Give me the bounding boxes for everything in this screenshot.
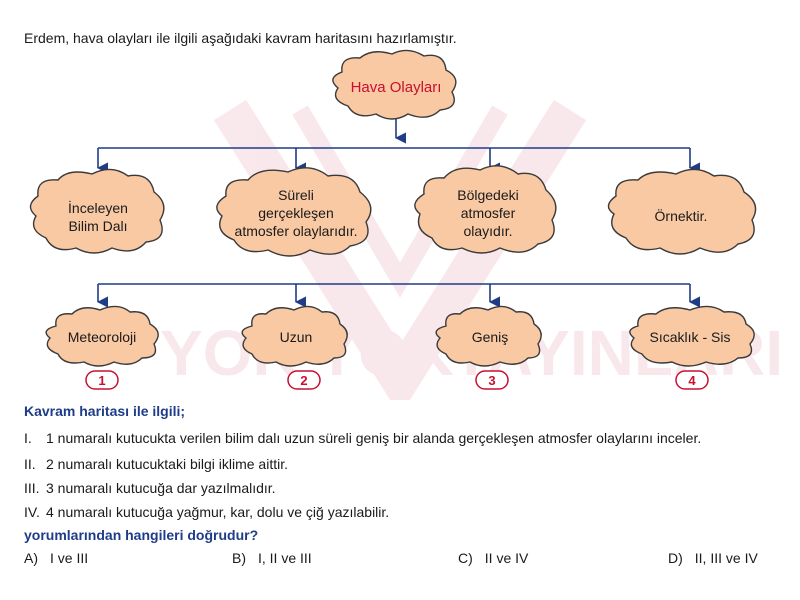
question-prompt: yorumlarından hangileri doğrudur? bbox=[24, 527, 259, 543]
answer-d-label: D) bbox=[668, 550, 683, 566]
svg-text:Bilim Dalı: Bilim Dalı bbox=[68, 218, 127, 234]
answer-b[interactable]: B) I, II ve III bbox=[232, 550, 312, 566]
cloud-level2-1: Meteoroloji bbox=[45, 305, 159, 367]
statement-3-text: 3 numaralı kutucuğa dar yazılmalıdır. bbox=[46, 480, 276, 496]
answer-a-text: I ve III bbox=[50, 550, 89, 566]
connectors bbox=[96, 118, 701, 308]
answer-a[interactable]: A) I ve III bbox=[24, 550, 88, 566]
badge-1 bbox=[85, 370, 119, 390]
answer-d-text: II, III ve IV bbox=[694, 550, 758, 566]
answer-b-text: I, II ve III bbox=[258, 550, 312, 566]
l1-2-line3: atmosfer olaylarıdır. bbox=[235, 223, 358, 239]
l1-1-line2: Bilim Dalı bbox=[68, 218, 127, 234]
cloud-root: Hava Olayları bbox=[332, 49, 457, 120]
cloud-level2-3: Geniş bbox=[435, 305, 542, 367]
l1-3-line3: olayıdır. bbox=[463, 223, 512, 239]
intro-text: Erdem, hava olayları ile ilgili aşağıdak… bbox=[24, 30, 457, 46]
badge-4 bbox=[675, 370, 709, 390]
statement-1-text: 1 numaralı kutucukta verilen bilim dalı … bbox=[46, 430, 702, 446]
l1-4-line1: Örnektir. bbox=[655, 207, 708, 224]
statement-4-text: 4 numaralı kutucuğa yağmur, kar, dolu ve… bbox=[46, 504, 390, 520]
badge-3 bbox=[475, 370, 509, 390]
l2-3-text: Geniş bbox=[472, 329, 509, 345]
cloud-level1-4: Örnektir. bbox=[607, 168, 757, 255]
badge-4-num: 4 bbox=[688, 373, 696, 388]
statement-2-text: 2 numaralı kutucuktaki bilgi iklime aitt… bbox=[46, 456, 288, 472]
l1-3-line2: atmosfer bbox=[461, 205, 516, 221]
badge-1-num: 1 bbox=[98, 373, 105, 388]
statement-1: I. 1 numaralı kutucukta verilen bilim dal… bbox=[24, 430, 701, 446]
l1-2-line1: Süreli bbox=[278, 187, 314, 203]
cloud-level2-4: Sıcaklık - Sis bbox=[629, 305, 755, 367]
l1-2-line2: gerçekleşen bbox=[258, 205, 334, 221]
answer-c[interactable]: C) II ve IV bbox=[458, 550, 528, 566]
l2-2-text: Uzun bbox=[280, 329, 313, 345]
statement-2: II. 2 numaralı kutucuktaki bilgi iklime a… bbox=[24, 456, 288, 472]
l2-4-text: Sıcaklık - Sis bbox=[650, 329, 731, 345]
statement-1-roman: I. bbox=[24, 430, 32, 446]
answer-c-text: II ve IV bbox=[484, 550, 529, 566]
badge-2 bbox=[287, 370, 321, 390]
l1-1-line1: İnceleyen bbox=[68, 199, 128, 216]
number-badges: 1 2 3 4 bbox=[85, 370, 709, 390]
question-heading: Kavram haritası ile ilgili; bbox=[24, 403, 186, 419]
answer-a-label: A) bbox=[24, 550, 38, 566]
concept-map: YOK YOK YAYINLARI Hava Olayları İnceleye… bbox=[29, 49, 783, 400]
svg-text:İnceleyen: İnceleyen bbox=[68, 199, 128, 216]
cloud-level1-1: İnceleyen Bilim Dalı bbox=[29, 168, 165, 254]
statement-4: IV. 4 numaralı kutucuğa yağmur, kar, dolu… bbox=[24, 504, 389, 520]
cloud-level1-3: Bölgedeki atmosfer olayıdır. bbox=[414, 165, 557, 254]
statement-3-roman: III. bbox=[24, 480, 40, 496]
root-title: Hava Olayları bbox=[351, 79, 442, 96]
cloud-level1-2: Süreli gerçekleşen atmosfer olaylarıdır. bbox=[216, 167, 372, 257]
badge-3-num: 3 bbox=[488, 373, 495, 388]
statement-4-roman: IV. bbox=[24, 504, 40, 520]
cloud-level2-2: Uzun bbox=[241, 305, 348, 367]
l2-1-text: Meteoroloji bbox=[68, 329, 136, 345]
statement-3: III. 3 numaralı kutucuğa dar yazılmalıdır… bbox=[24, 480, 276, 496]
badge-2-num: 2 bbox=[300, 373, 307, 388]
statement-2-roman: II. bbox=[24, 456, 36, 472]
answer-d[interactable]: D) II, III ve IV bbox=[668, 550, 758, 566]
l1-3-line1: Bölgedeki bbox=[457, 187, 519, 203]
answer-c-label: C) bbox=[458, 550, 473, 566]
answer-b-label: B) bbox=[232, 550, 246, 566]
